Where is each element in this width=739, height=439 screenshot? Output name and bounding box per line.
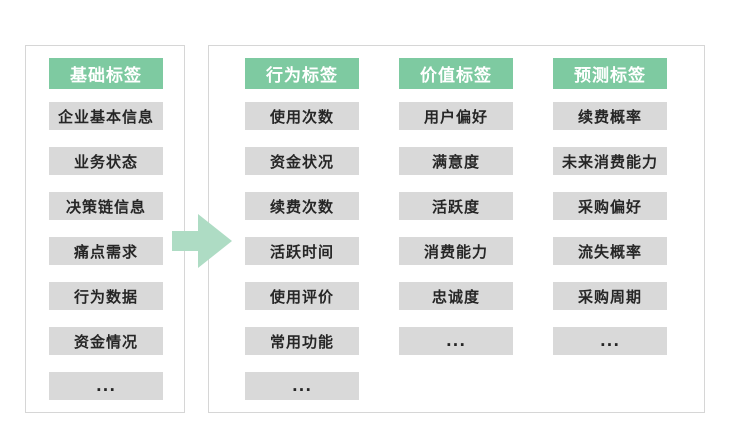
column-predict: 预测标签 续费概率 未来消费能力 采购偏好 流失概率 采购周期 ...: [553, 58, 667, 417]
tag-item: 使用次数: [245, 102, 359, 130]
derived-columns: 行为标签 使用次数 资金状况 续费次数 活跃时间 使用评价 常用功能 ... 价…: [245, 58, 704, 417]
column-header-basic: 基础标签: [49, 58, 163, 89]
tag-item: 常用功能: [245, 327, 359, 355]
tag-item: 活跃度: [399, 192, 513, 220]
tag-item: 业务状态: [49, 147, 163, 175]
column-value: 价值标签 用户偏好 满意度 活跃度 消费能力 忠诚度 ...: [399, 58, 513, 417]
tag-item: 使用评价: [245, 282, 359, 310]
arrow-right-icon: [172, 214, 232, 268]
tag-item: 采购偏好: [553, 192, 667, 220]
column-basic: 基础标签 企业基本信息 业务状态 决策链信息 痛点需求 行为数据 资金情况 ..…: [49, 58, 163, 417]
tag-item: 企业基本信息: [49, 102, 163, 130]
tag-item: 采购周期: [553, 282, 667, 310]
tag-item-ellipsis: ...: [553, 327, 667, 355]
tag-item: 未来消费能力: [553, 147, 667, 175]
tag-item: 续费概率: [553, 102, 667, 130]
column-header-behavior: 行为标签: [245, 58, 359, 89]
tag-item: 消费能力: [399, 237, 513, 265]
column-behavior: 行为标签 使用次数 资金状况 续费次数 活跃时间 使用评价 常用功能 ...: [245, 58, 359, 417]
tag-item-ellipsis: ...: [399, 327, 513, 355]
tag-item-ellipsis: ...: [49, 372, 163, 400]
tag-item: 续费次数: [245, 192, 359, 220]
tag-item: 行为数据: [49, 282, 163, 310]
tag-item: 流失概率: [553, 237, 667, 265]
tag-item: 决策链信息: [49, 192, 163, 220]
tag-item: 活跃时间: [245, 237, 359, 265]
derived-tags-panel: 行为标签 使用次数 资金状况 续费次数 活跃时间 使用评价 常用功能 ... 价…: [208, 45, 705, 413]
tag-item: 满意度: [399, 147, 513, 175]
tag-item: 痛点需求: [49, 237, 163, 265]
tag-item: 用户偏好: [399, 102, 513, 130]
tag-item: 资金情况: [49, 327, 163, 355]
tag-item: 忠诚度: [399, 282, 513, 310]
column-header-value: 价值标签: [399, 58, 513, 89]
tag-item-ellipsis: ...: [245, 372, 359, 400]
column-header-predict: 预测标签: [553, 58, 667, 89]
basic-tags-panel: 基础标签 企业基本信息 业务状态 决策链信息 痛点需求 行为数据 资金情况 ..…: [25, 45, 185, 413]
tag-item: 资金状况: [245, 147, 359, 175]
